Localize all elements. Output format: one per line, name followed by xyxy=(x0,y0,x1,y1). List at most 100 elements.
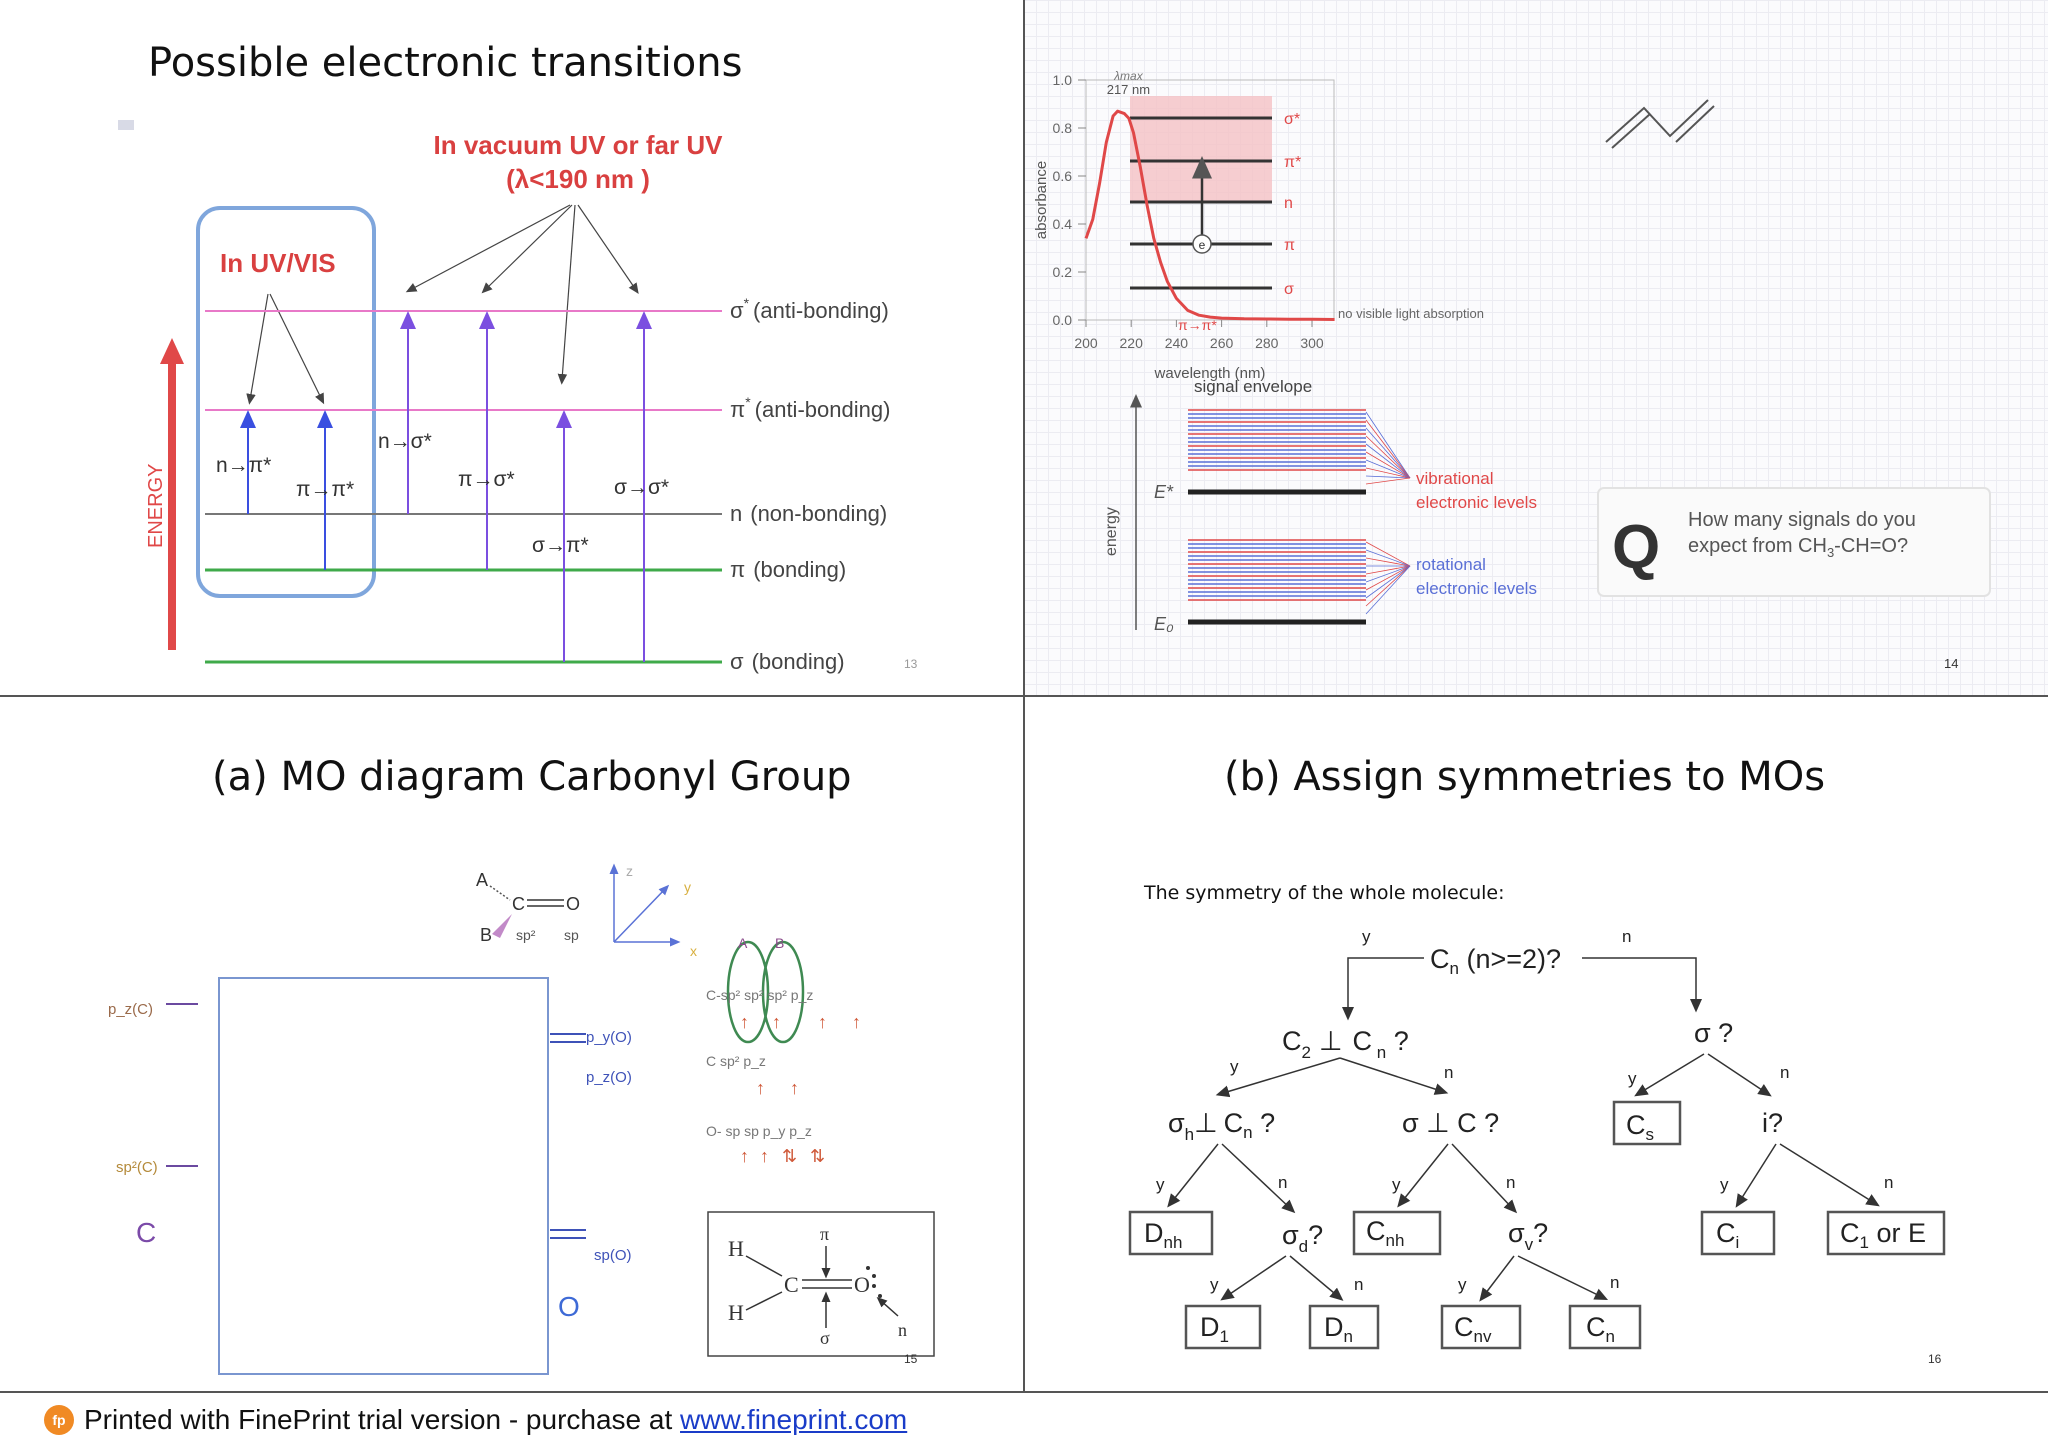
node-i: i? xyxy=(1762,1108,1783,1138)
label-no: n xyxy=(1780,1063,1789,1082)
slide-title: (a) MO diagram Carbonyl Group xyxy=(212,754,852,800)
rotational-label: rotational xyxy=(1416,555,1486,574)
fan-line xyxy=(1365,443,1411,479)
x-tick-label: 240 xyxy=(1165,335,1189,351)
fan-line xyxy=(1365,557,1411,567)
slide-16: (b) Assign symmetries to MOs The symmetr… xyxy=(1024,696,2048,1392)
label-no: n xyxy=(1354,1275,1363,1294)
level-sp-o: sp(O) xyxy=(594,1247,632,1264)
inset-h1: H xyxy=(728,1236,744,1261)
x-axis-label: wavelength (nm) xyxy=(1154,365,1266,382)
page-number-16: 16 xyxy=(1928,1352,1942,1366)
fan-line xyxy=(1365,565,1411,591)
formaldehyde-inset xyxy=(707,1211,935,1357)
e-zero-label: E₀ xyxy=(1154,614,1174,634)
sp2-orbital-lobe xyxy=(761,940,805,1044)
carbon-hybrid: sp² xyxy=(516,927,536,943)
fan-line xyxy=(1365,565,1411,599)
label-no: n xyxy=(1506,1173,1515,1192)
electron-icon xyxy=(1192,234,1212,254)
svg-text:↑: ↑ xyxy=(852,1012,861,1032)
lambda-max-value: 217 nm xyxy=(1107,82,1150,97)
result-cnv: Cnv xyxy=(1454,1312,1492,1346)
inset-pi: π xyxy=(820,1224,829,1244)
fan-line xyxy=(1365,565,1411,615)
fineprint-link[interactable]: www.fineprint.com xyxy=(680,1404,908,1435)
level-sp2-c: sp²(C) xyxy=(116,1159,158,1176)
result-c1-or-e: C1 or E xyxy=(1840,1218,1926,1252)
lobe-label-b: B xyxy=(775,935,784,951)
question-line-2: expect from CH3-CH=O? xyxy=(1688,535,1908,560)
lambda-max-label: λmax xyxy=(1113,69,1144,83)
node-sigma-h: σh⊥Cn ? xyxy=(1168,1108,1275,1144)
label-no: n xyxy=(1884,1173,1893,1192)
oxygen-atom-label: O xyxy=(558,1291,580,1322)
node-cn-root: Cn (n>=2)? xyxy=(1430,944,1561,978)
carbonyl-carbon: C xyxy=(512,894,525,914)
x-tick-label: 300 xyxy=(1300,335,1324,351)
slide-title: Possible electronic transitions xyxy=(148,40,743,86)
fan-line xyxy=(1365,419,1411,479)
mo-pi-star: π* xyxy=(1284,154,1301,171)
fan-line xyxy=(1365,435,1411,479)
level-n: n(non-bonding) xyxy=(730,501,887,526)
fan-line xyxy=(1365,549,1411,567)
electron-arrows-row-3: ↑↑ ⇅⇅ xyxy=(740,1146,825,1166)
fineprint-logo-icon: fp xyxy=(44,1405,74,1435)
electron-arrows-row-2: ↑↑ xyxy=(756,1078,799,1098)
y-axis-label: absorbance xyxy=(1033,161,1050,239)
level-pi-star: π*(anti-bonding) xyxy=(730,394,890,422)
axis-y: y xyxy=(684,879,691,895)
vacuum-uv-range: (λ<190 nm ) xyxy=(506,164,650,194)
y-tick-label: 0.6 xyxy=(1053,168,1073,184)
result-cn: Cn xyxy=(1586,1312,1615,1346)
svg-text:↑: ↑ xyxy=(818,1012,827,1032)
slide-title: (b) Assign symmetries to MOs xyxy=(1224,754,1826,800)
mo-diagram-frame xyxy=(218,977,549,1375)
lobe-label-a: A xyxy=(738,935,748,951)
svg-text:↑: ↑ xyxy=(740,1012,749,1032)
carbonyl-oxygen: O xyxy=(566,894,580,914)
oxygen-hybrid: sp xyxy=(564,927,579,943)
vibrational-rotational-levels xyxy=(1188,409,1411,625)
inset-o: O xyxy=(854,1272,870,1297)
carbonyl-mo-diagram: A B C O sp² sp z y x p_z(C) sp²(C) C p_y… xyxy=(108,863,935,1375)
node-sigma-d: σd? xyxy=(1282,1220,1323,1256)
vibrational-label-2: electronic levels xyxy=(1416,493,1537,512)
label-no: n xyxy=(1278,1173,1287,1192)
fan-line xyxy=(1365,541,1411,567)
uvvis-label: In UV/VIS xyxy=(220,248,336,278)
fan-line xyxy=(1365,411,1411,479)
inset-sigma: σ xyxy=(820,1328,830,1348)
label-yes: y xyxy=(1458,1275,1467,1294)
butadiene-structure-icon xyxy=(1605,99,1715,149)
transition-pi-pi-star: π→π* xyxy=(296,478,354,501)
transitions-diagram: In vacuum UV or far UV (λ<190 nm ) In UV… xyxy=(118,120,918,674)
transition-pi-sigma-star: π→σ* xyxy=(458,468,515,491)
e-star-label: E* xyxy=(1154,482,1174,502)
label-no: n xyxy=(1622,927,1631,946)
result-ci: Ci xyxy=(1716,1218,1739,1252)
fan-line xyxy=(1365,427,1411,479)
inset-c: C xyxy=(784,1272,799,1297)
inset-n: n xyxy=(898,1320,907,1340)
node-sigma-perp-c: σ ⊥ C ? xyxy=(1402,1108,1499,1138)
energy-axis-label: energy xyxy=(1103,507,1120,556)
slide-15: (a) MO diagram Carbonyl Group A B C O sp… xyxy=(0,696,1024,1392)
question-box xyxy=(1597,487,1991,597)
transition-sigma-sigma-star: σ→σ* xyxy=(614,476,669,499)
label-yes: y xyxy=(1210,1275,1219,1294)
y-tick-label: 1.0 xyxy=(1053,72,1073,88)
question-icon: Q xyxy=(1612,513,1660,582)
level-pz-c: p_z(C) xyxy=(108,1001,153,1018)
node-sigma-v: σv? xyxy=(1508,1218,1548,1254)
mo-transition-label: π→π* xyxy=(1178,317,1217,333)
y-tick-label: 0.8 xyxy=(1053,120,1073,136)
vibrational-label: vibrational xyxy=(1416,469,1494,488)
carbon-atom-label: C xyxy=(136,1217,156,1248)
chart-frame xyxy=(1085,79,1335,321)
svg-text:↑: ↑ xyxy=(756,1078,765,1098)
level-sigma-star: σ*(anti-bonding) xyxy=(730,295,889,323)
